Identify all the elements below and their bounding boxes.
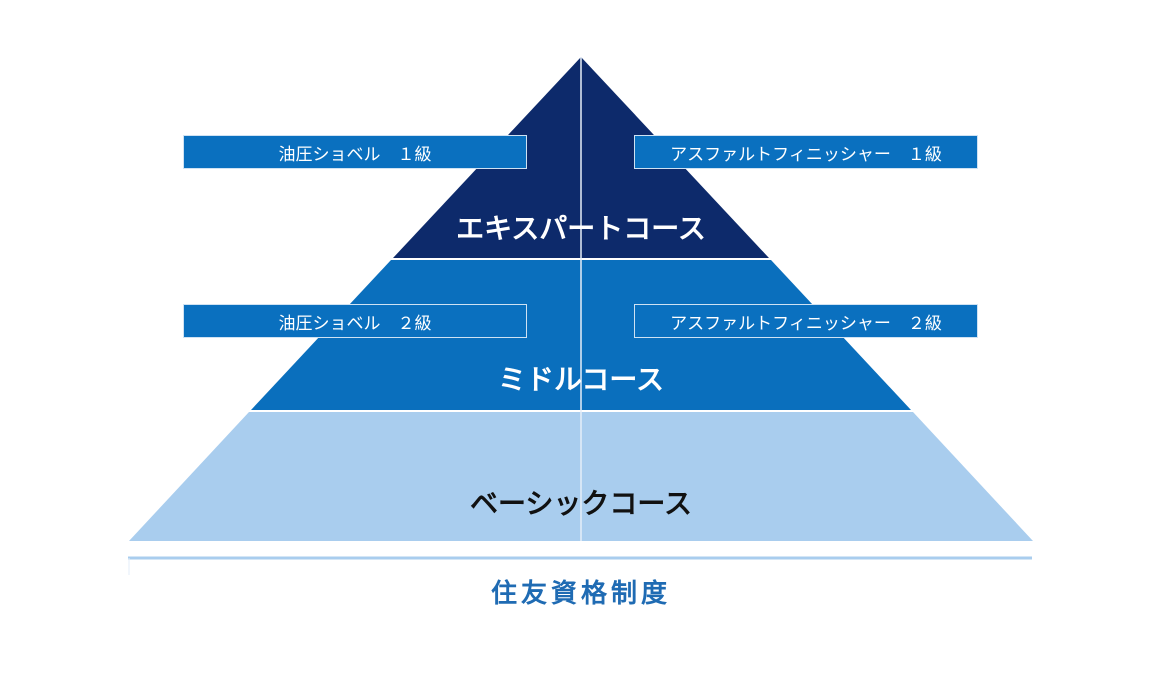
label-excavator-2: 油圧ショベル ２級 bbox=[183, 304, 527, 338]
label-excavator-1: 油圧ショベル １級 bbox=[183, 135, 527, 169]
label-finisher-2: アスファルトフィニッシャー ２級 bbox=[634, 304, 978, 338]
middle-course-label: ミドルコース bbox=[497, 363, 665, 396]
expert-course-label: エキスパートコース bbox=[456, 212, 706, 245]
basic-course-label: ベーシックコース bbox=[469, 487, 693, 520]
label-finisher-1: アスファルトフィニッシャー １級 bbox=[634, 135, 978, 169]
diagram-title: 住友資格制度 bbox=[490, 579, 671, 609]
